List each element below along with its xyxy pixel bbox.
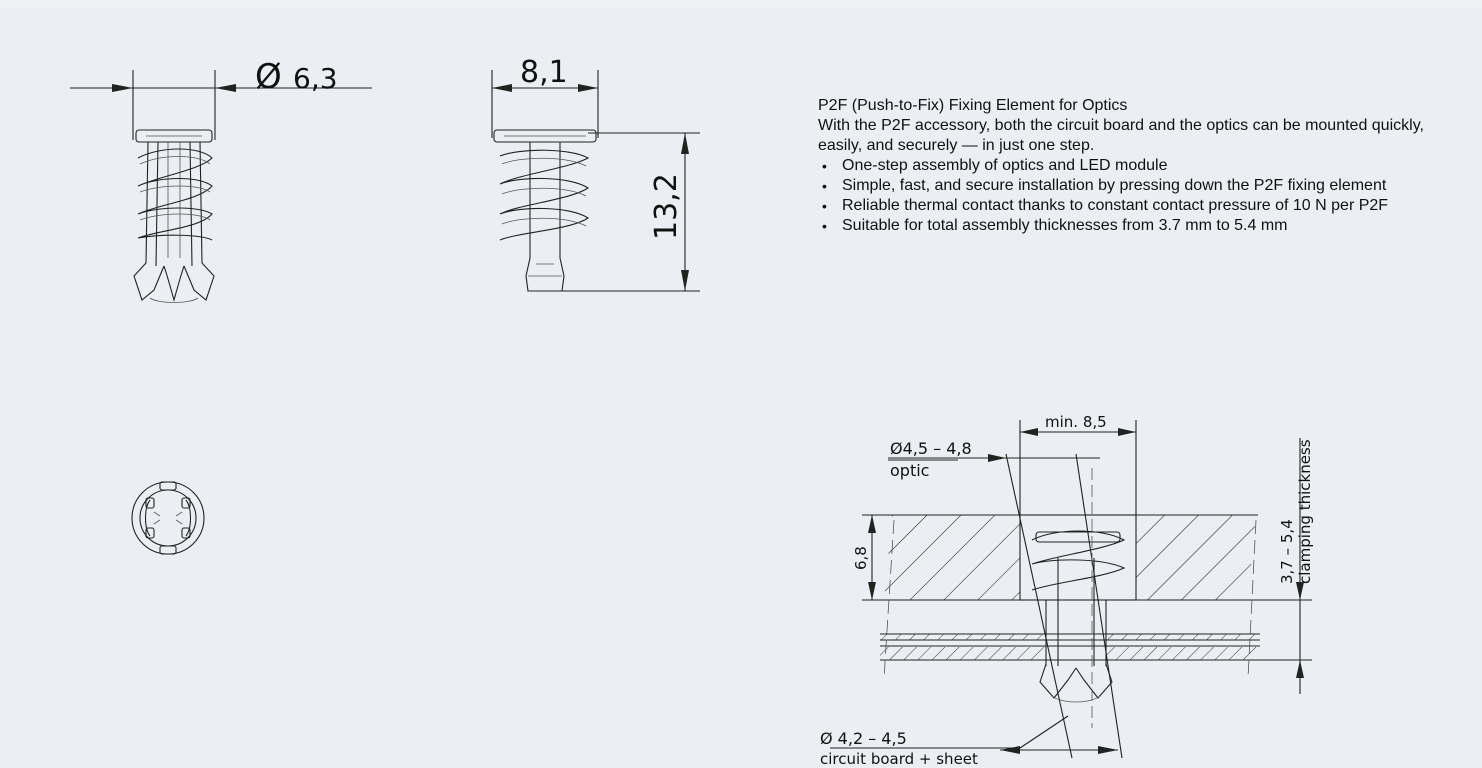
side-width-label: 8,1 <box>520 55 568 90</box>
product-intro: With the P2F accessory, both the circuit… <box>818 117 1424 154</box>
feature-item: Simple, fast, and secure installation by… <box>818 176 1438 196</box>
optic-label: optic <box>890 461 929 480</box>
front-view-drawing: Ø 6,3 <box>70 57 372 303</box>
feature-item: Suitable for total assembly thicknesses … <box>818 216 1438 236</box>
side-height-label: 13,2 <box>649 173 684 240</box>
front-width-label: 6,3 <box>293 62 338 95</box>
feature-item: Reliable thermal contact thanks to const… <box>818 196 1438 216</box>
drawing-sheet: Ø 6,3 8,1 13,2 <box>0 8 1482 768</box>
assembly-section-drawing: min. 8,5 Ø4,5 – 4,8 optic 6,8 3,7 – 5,4 … <box>820 413 1314 768</box>
optic-diameter-label: Ø4,5 – 4,8 <box>890 439 972 458</box>
top-view-drawing <box>131 481 205 555</box>
product-title: P2F (Push-to-Fix) Fixing Element for Opt… <box>818 97 1128 114</box>
front-diameter-symbol: Ø <box>255 57 282 97</box>
min-width-label: min. 8,5 <box>1045 413 1107 431</box>
clamp-range-label: 3,7 – 5,4 <box>1278 519 1296 584</box>
optic-height-label: 6,8 <box>852 546 870 570</box>
clamp-label: clamping thickness <box>1296 439 1314 584</box>
board-diameter-label: Ø 4,2 – 4,5 <box>820 729 907 748</box>
feature-item: One-step assembly of optics and LED modu… <box>818 156 1438 176</box>
side-view-drawing: 8,1 13,2 <box>491 55 700 292</box>
feature-list: One-step assembly of optics and LED modu… <box>818 156 1438 236</box>
product-description: P2F (Push-to-Fix) Fixing Element for Opt… <box>818 96 1438 236</box>
board-label: circuit board + sheet <box>820 750 978 768</box>
